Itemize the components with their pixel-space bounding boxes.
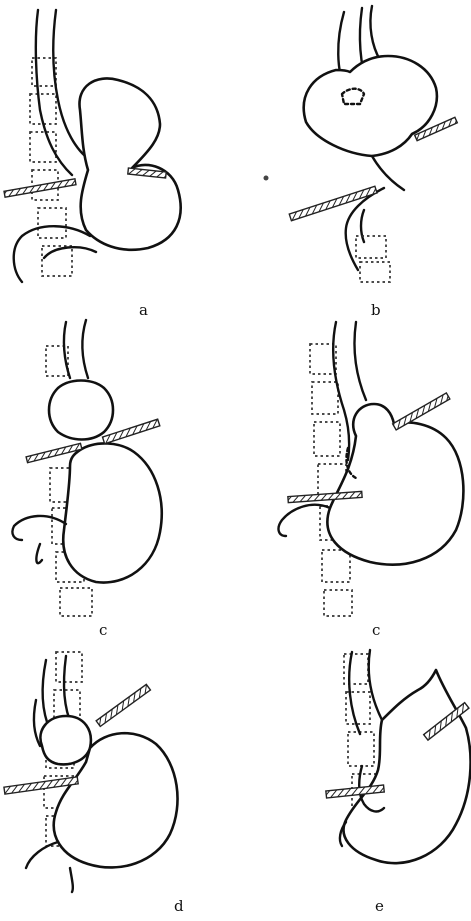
panel-c2-label: c	[372, 623, 380, 638]
panel-e-drawing	[326, 650, 471, 863]
panel-b-spine	[356, 236, 390, 282]
panel-a-duodenum	[14, 226, 96, 282]
panel-c-hernia-sac	[49, 381, 113, 440]
panel-e-label: e	[375, 899, 384, 914]
panel-d-drawing	[4, 652, 178, 892]
panel-c-duodenum	[12, 516, 66, 563]
panel-d-label: d	[174, 899, 184, 914]
panel-a-label: a	[139, 303, 148, 318]
panel-b-speck	[264, 176, 269, 181]
panel-c-label: c	[99, 623, 107, 638]
panel-e-esophagus	[349, 650, 382, 734]
panel-b-antrum	[372, 156, 404, 190]
panel-c2-drawing	[279, 322, 464, 616]
panel-c-esophagus	[64, 320, 88, 378]
panel-b-diaphragm-left	[289, 186, 377, 220]
panel-a-stomach	[79, 78, 180, 249]
panel-b-label: b	[371, 303, 381, 318]
panel-c2-duodenum	[279, 505, 330, 536]
panel-a-drawing	[4, 10, 181, 282]
panel-b-drawing	[264, 6, 458, 282]
panel-a-diaphragm-left	[4, 179, 76, 197]
panel-c-stomach	[63, 443, 161, 582]
panel-c-drawing	[12, 320, 161, 616]
panel-d-hernia-sac	[40, 716, 90, 764]
panel-d-diaphragm-right	[96, 684, 150, 726]
